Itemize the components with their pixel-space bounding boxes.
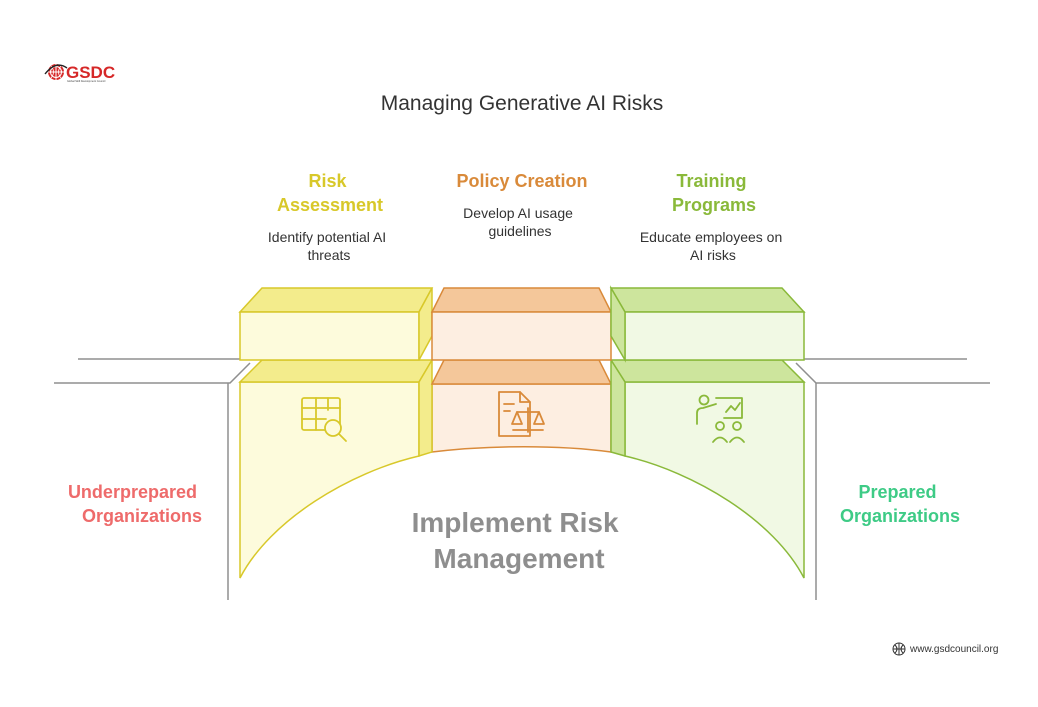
gsdc-logo: GSDC Global Skill Development Council [44,63,115,83]
arch-segment-risk [239,381,420,579]
block-top [430,359,613,385]
left-cliff-lower [54,362,251,384]
block-side [610,357,626,457]
globe-logo-icon [44,64,68,80]
stage-description-line: AI risks [690,247,736,263]
stage-description-line: Educate employees on [640,229,782,245]
stage-description-line: Identify potential AI [268,229,386,245]
upper-blocks [238,285,806,363]
stage-description: Develop AI usage guidelines [463,205,577,239]
arch-segment-policy [431,383,612,453]
lower-blocks [238,357,806,458]
underprepared-line: Organizations [82,506,202,526]
center-label-line: Management [433,543,604,574]
stage-title: Policy Creation [456,171,587,191]
stage-title-line: Policy Creation [456,171,587,191]
bridge-arch [239,381,805,579]
stage-title: Risk Assessment [277,171,383,215]
page-title: Managing Generative AI Risks [381,92,663,115]
block-side [418,357,433,458]
block-front [624,311,805,361]
document-scales-icon [498,391,545,437]
ground-lines [54,358,990,600]
stage-title-line: Assessment [277,195,383,215]
logo-text: GSDC [66,63,115,82]
block-top [609,359,806,383]
stage-description-line: Develop AI usage [463,205,573,221]
block-front [239,311,420,361]
stage-title-line: Programs [672,195,756,215]
block-top [609,287,806,313]
right-cliff-lower [795,362,990,384]
block-top [238,359,434,383]
underprepared-label: Underprepared Organizations [68,482,202,526]
stage-title-line: Training [676,171,746,191]
stage-title-line: Risk [308,171,347,191]
stage-description-line: threats [308,247,351,263]
footer-url[interactable]: www.gsdcouncil.org [909,644,998,655]
stage-title: Training Programs [672,171,756,215]
block-top [430,287,613,313]
stage-risk-assessment-text: Risk Assessment Identify potential AI th… [268,171,390,263]
logo-tagline: Global Skill Development Council [67,79,106,83]
block-side [610,285,626,363]
stage-training-programs-text: Training Programs Educate employees on A… [640,171,786,263]
footer: www.gsdcouncil.org [892,642,998,656]
stage-description: Educate employees on AI risks [640,229,786,263]
prepared-line: Prepared [858,482,936,502]
table-search-icon [301,397,347,442]
arch-segment-training [624,381,805,579]
underprepared-line: Underprepared [68,482,197,502]
block-front [431,311,612,361]
stage-policy-creation-text: Policy Creation Develop AI usage guideli… [456,171,587,239]
block-top [238,287,434,313]
presenter-audience-icon [696,394,745,443]
center-label: Implement Risk Management [412,507,627,574]
prepared-label: Prepared Organizations [840,482,960,526]
prepared-line: Organizations [840,506,960,526]
stage-description-line: guidelines [488,223,551,239]
center-label-line: Implement Risk [412,507,619,538]
stage-description: Identify potential AI threats [268,229,390,263]
globe-icon [892,642,906,656]
